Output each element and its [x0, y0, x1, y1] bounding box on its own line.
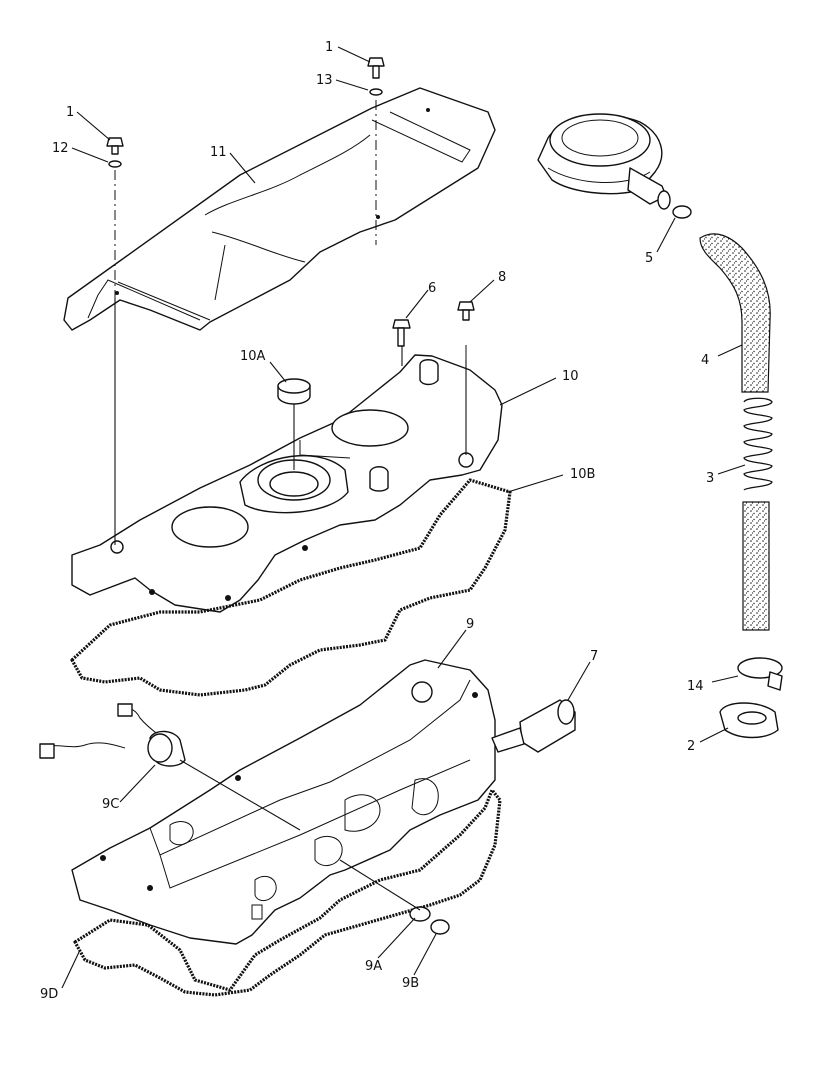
callout-11: 11 — [210, 145, 227, 160]
callout-14: 14 — [687, 679, 704, 694]
callout-5: 5 — [645, 251, 653, 266]
callout-9C: 9C — [102, 797, 119, 812]
callout-3: 3 — [706, 471, 714, 486]
callout-7: 7 — [590, 649, 598, 664]
callout-4: 4 — [701, 353, 709, 368]
hose-lower — [742, 501, 770, 631]
assembly-lines — [114, 100, 467, 911]
callout-8: 8 — [498, 270, 506, 285]
callout-9A: 9A — [365, 959, 382, 974]
callout-13: 13 — [316, 73, 333, 88]
valve-cover — [71, 354, 503, 613]
callout-1-left: 1 — [66, 105, 74, 120]
heat-shield — [63, 87, 496, 331]
callout-9: 9 — [466, 617, 474, 632]
bolt-1-left — [106, 137, 124, 168]
hose-clamp — [737, 657, 783, 691]
breather-canister — [537, 113, 692, 219]
oil-filler-cap — [277, 378, 311, 405]
cylinder-head-cover-base — [71, 659, 496, 945]
callout-12: 12 — [52, 141, 69, 156]
callout-1-top: 1 — [325, 40, 333, 55]
valve-cover-gasket — [70, 478, 512, 697]
callout-6: 6 — [428, 281, 436, 296]
bolt-6 — [392, 319, 411, 347]
callout-10A: 10A — [240, 349, 266, 364]
callout-9B: 9B — [402, 976, 419, 991]
callout-10B: 10B — [570, 467, 595, 482]
callout-2: 2 — [687, 739, 695, 754]
spring — [743, 397, 773, 491]
wiring-harness — [39, 703, 186, 767]
o-ring-9B — [430, 919, 450, 935]
hose-upper — [699, 233, 771, 393]
bolt-1-top — [367, 57, 385, 96]
plug-fitting — [491, 699, 576, 753]
callout-10: 10 — [562, 369, 579, 384]
o-ring-9A — [409, 906, 431, 922]
bolt-8 — [457, 301, 475, 360]
breather-fitting — [719, 702, 779, 739]
callout-9D: 9D — [40, 987, 58, 1002]
callout-labels: 1 13 1 12 11 5 4 6 8 10A 10 10B 3 9 7 14… — [40, 40, 714, 1002]
callout-leaders — [61, 46, 746, 989]
